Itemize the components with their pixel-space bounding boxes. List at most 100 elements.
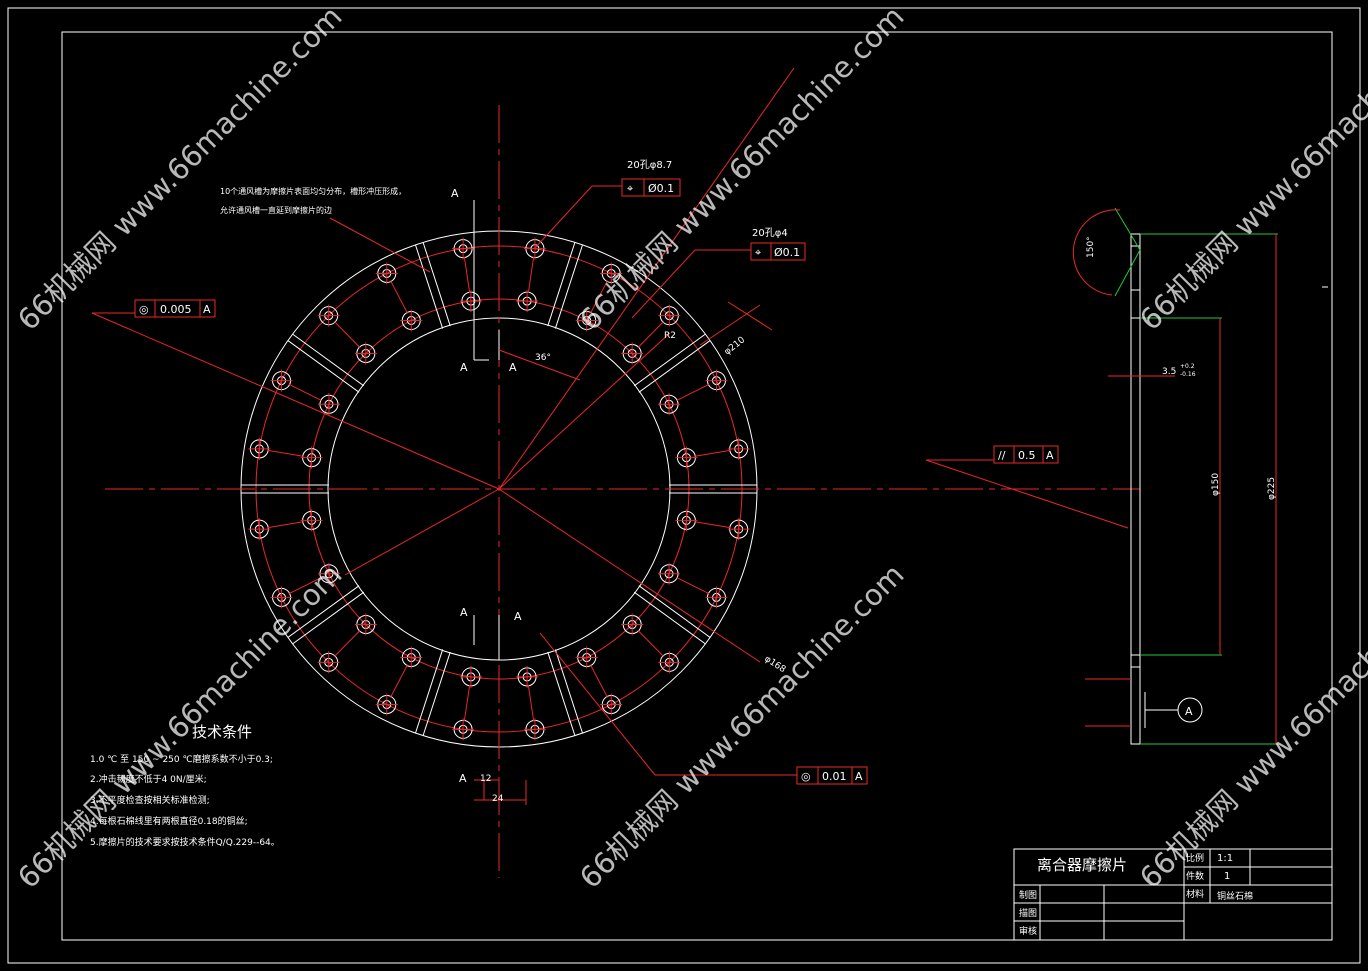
trace-label: 描图 — [1019, 907, 1037, 919]
radial-hole-line — [675, 383, 710, 402]
watermark-5: 66机械网 www.66machine.com — [573, 557, 911, 895]
holes-4-label: 20孔φ4 — [752, 227, 788, 239]
section-marks: A A A A A A — [451, 187, 522, 785]
watermark-3: 66机械网 www.66machine.com — [1133, 0, 1368, 337]
tol-frame-position-4: ⌖ Ø0.1 — [750, 242, 806, 261]
dim-24-label: 24 — [492, 794, 504, 804]
dia-150-label: φ150 — [1211, 473, 1221, 496]
tol-symbol-position-4: ⌖ — [755, 246, 761, 259]
tol-value-position-87: Ø0.1 — [648, 182, 674, 195]
radial-hole-line — [390, 664, 409, 698]
section-label-a3: A — [509, 361, 517, 374]
outer-border — [7, 7, 1361, 964]
ventilation-slot-edge — [422, 242, 451, 327]
ventilation-slot-edge — [287, 585, 360, 638]
thickness-tol-upper: +0.2 — [1180, 363, 1195, 370]
ventilation-slot-edge — [292, 333, 365, 387]
radial-hole-line — [694, 449, 731, 457]
radial-hole-line — [637, 629, 665, 657]
leader-lines — [91, 67, 1129, 805]
section-label-a5: A — [514, 610, 522, 623]
tech-item-4: 4.每根石棉线里有两根直径0.18的铜丝; — [90, 815, 248, 827]
ventilation-slot-edge — [638, 340, 711, 393]
tol-symbol-position-87: ⌖ — [627, 182, 633, 195]
section-label-a1: A — [451, 187, 459, 200]
tech-item-2: 2.冲击韧度不低于4 0N/厘米; — [90, 773, 207, 785]
tech-item-1: 1.0 ℃ 至 150 ~ 250 ℃磨擦系数不小于0.3; — [90, 753, 273, 765]
count-label: 件数 — [1186, 870, 1204, 882]
scale-value: 1:1 — [1217, 853, 1233, 864]
drawing-frame — [61, 31, 1333, 941]
count-value: 1 — [1224, 871, 1230, 882]
ventilation-slot-edge — [633, 591, 706, 645]
ventilation-slot-edge — [554, 244, 584, 329]
tol-frame-parallel: // 0.5 A — [993, 445, 1059, 464]
tech-item-3: 3.不平度检查按相关标准检测; — [90, 794, 210, 806]
tol-value-concentric-bottom: 0.01 — [822, 770, 847, 783]
tech-item-5: 5.摩擦片的技术要求按技术条件Q/Q.229--64。 — [90, 836, 280, 848]
radial-hole-line — [463, 256, 471, 294]
tol-frame-concentric-bottom: ◎ 0.01 A — [796, 766, 868, 785]
slot-note-line2: 允许通风槽一直延到摩擦片的边 — [220, 205, 332, 215]
angle-150-label: 150° — [1086, 236, 1096, 258]
radial-hole-line — [267, 449, 304, 457]
angle-36-label: 36° — [535, 353, 551, 363]
section-label-a2: A — [460, 361, 468, 374]
thickness-tol-lower: -0.16 — [1180, 371, 1196, 378]
dim-12-label: 12 — [480, 774, 491, 784]
dia-225-label: φ225 — [1267, 477, 1277, 500]
radial-hole-line — [527, 684, 535, 722]
holes-87-label: 20孔φ8.7 — [627, 159, 672, 171]
radial-hole-line — [333, 629, 361, 657]
tol-symbol-concentric: ◎ — [139, 303, 149, 316]
tech-title: 技术条件 — [192, 723, 252, 741]
radial-hole-line — [589, 664, 608, 698]
radial-hole-line — [637, 321, 665, 349]
dia-210-label: φ210 — [723, 335, 748, 357]
ventilation-slot-edge — [638, 585, 711, 638]
title-block: 离合器摩擦片 比例 1:1 件数 1 材料 铜丝石棉 制图 描图 审核 — [1013, 848, 1333, 941]
datum-a-label: A — [1185, 705, 1193, 718]
ventilation-slot-edge — [287, 340, 360, 393]
radial-hole-line — [675, 576, 710, 595]
ventilation-slot-edge — [292, 591, 365, 645]
tol-frame-position-87: ⌖ Ø0.1 — [621, 178, 681, 197]
section-label-a6: A — [459, 772, 467, 785]
tol-value-position-4: Ø0.1 — [774, 246, 800, 259]
radial-hole-line — [333, 321, 361, 349]
watermark-6: 66机械网 www.66machine.com — [1133, 557, 1368, 895]
material-label: 材料 — [1186, 888, 1204, 900]
draw-label: 制图 — [1019, 889, 1037, 901]
tol-datum-parallel: A — [1046, 449, 1054, 462]
radial-hole-line — [527, 256, 535, 294]
ventilation-slot-edge — [554, 649, 584, 734]
material-value: 铜丝石棉 — [1217, 890, 1253, 902]
check-label: 审核 — [1019, 925, 1037, 937]
radial-hole-line — [267, 521, 304, 529]
ventilation-slot-edge — [547, 651, 576, 736]
tol-frame-concentric-top: ◎ 0.005 A — [134, 299, 216, 318]
radial-hole-line — [390, 280, 409, 314]
ventilation-slot-edge — [547, 242, 576, 327]
ventilation-slot-edge — [414, 649, 444, 734]
tech-conditions: 技术条件 1.0 ℃ 至 150 ~ 250 ℃磨擦系数不小于0.3; 2.冲击… — [90, 723, 280, 848]
tol-symbol-concentric-bottom: ◎ — [801, 770, 811, 783]
radial-hole-line — [694, 521, 731, 529]
tol-datum-concentric-bottom: A — [855, 770, 863, 783]
ventilation-slot-edge — [422, 651, 451, 736]
radial-hole-line — [288, 383, 323, 402]
tol-value-parallel: 0.5 — [1018, 449, 1036, 462]
r2-label: R2 — [664, 331, 676, 341]
watermark-2: 66机械网 www.66machine.com — [573, 0, 911, 337]
tol-symbol-parallel: // — [998, 449, 1006, 462]
side-view: A — [1072, 207, 1328, 745]
tol-datum-concentric-top: A — [203, 303, 211, 316]
ventilation-slot-edge — [414, 244, 444, 329]
radial-hole-line — [463, 684, 471, 722]
tol-value-concentric-top: 0.005 — [160, 303, 192, 316]
ventilation-slot-edge — [633, 333, 706, 387]
thickness-label: 3.5 — [1162, 367, 1176, 377]
radial-hole-line — [589, 280, 608, 314]
radial-hole-line — [288, 576, 323, 595]
